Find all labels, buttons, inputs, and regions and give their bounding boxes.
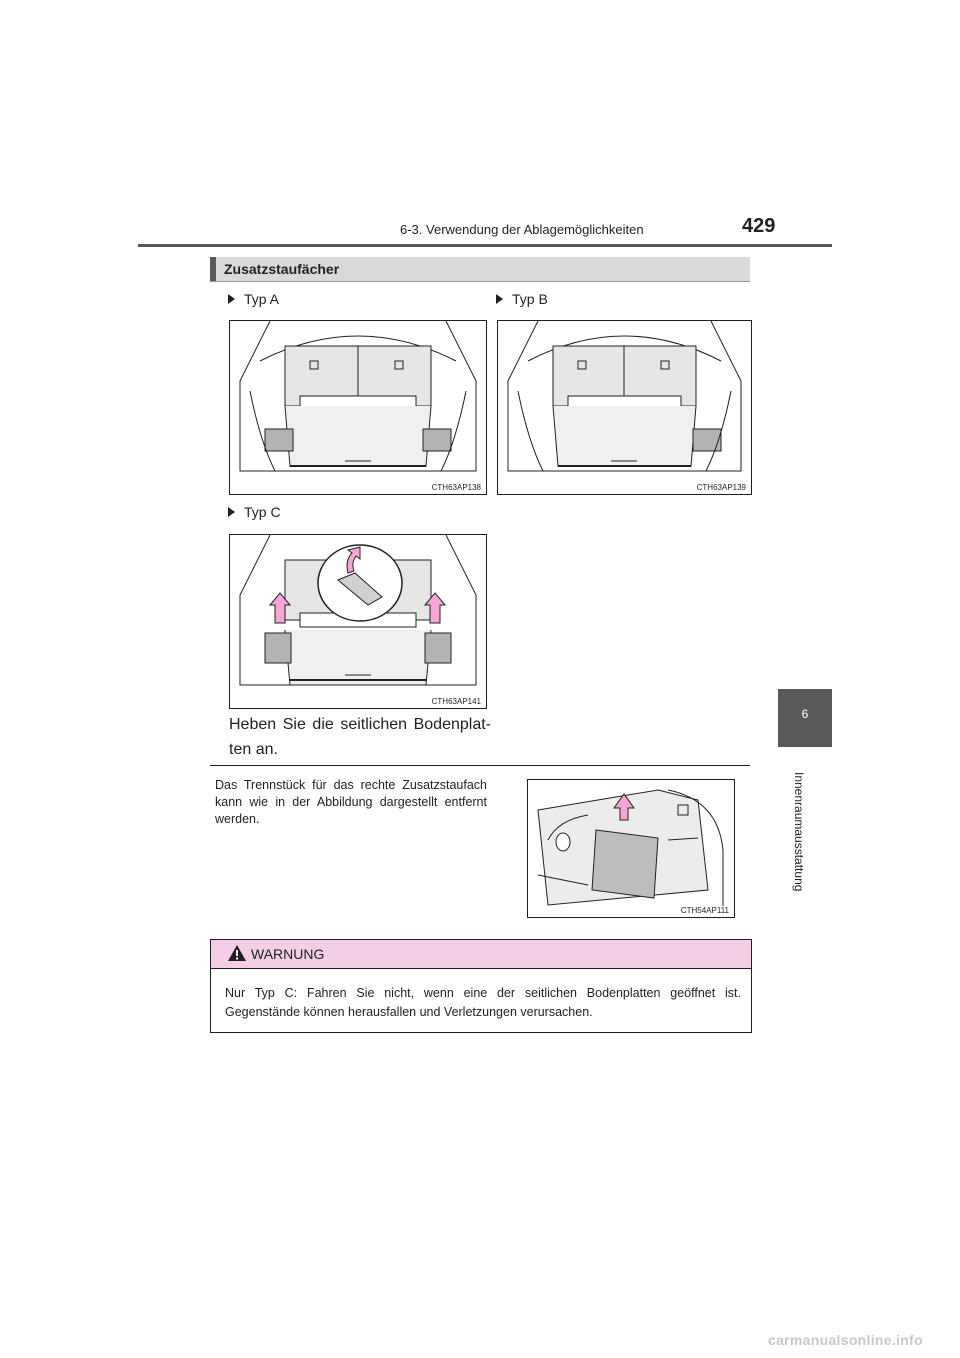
chapter-label-container: Innenraumausstattung: [792, 772, 814, 892]
section-bar-accent: [210, 257, 216, 281]
warning-triangle-icon: [228, 945, 246, 961]
divider-illustration: [528, 780, 734, 917]
typ-b-text: Typ B: [512, 291, 548, 307]
figure-typ-c: CTH63AP141: [229, 534, 487, 709]
warning-text: Nur Typ C: Fahren Sie nicht, wenn eine d…: [225, 986, 741, 1019]
body-instruction: Heben Sie die seitlichen Bodenplat-ten a…: [229, 716, 491, 758]
figure-code-c: CTH63AP141: [430, 697, 482, 706]
typ-a-text: Typ A: [244, 291, 280, 307]
triangle-bullet-icon: [496, 294, 503, 304]
watermark: carmanualsonline.info: [768, 1332, 923, 1348]
figure-typ-a: CTH63AP138: [229, 320, 487, 495]
typ-a-label: Typ A: [228, 291, 279, 307]
header-rule: [138, 244, 832, 247]
chapter-label: Innenraumausstattung: [792, 772, 806, 892]
figure-code-divider: CTH54AP111: [679, 906, 730, 915]
warning-title: WARNUNG: [251, 946, 325, 962]
divider-rule: [210, 765, 750, 766]
triangle-bullet-icon: [228, 294, 235, 304]
trunk-illustration-c: [230, 535, 486, 708]
trunk-illustration-b: [498, 321, 751, 494]
note-text: Das Trennstück für das rechte Zusatzstau…: [215, 778, 487, 826]
figure-typ-b: CTH63AP139: [497, 320, 752, 495]
section-rule: [210, 281, 750, 282]
typ-b-label: Typ B: [496, 291, 548, 307]
typ-c-text: Typ C: [244, 504, 281, 520]
chapter-number: 6: [801, 707, 809, 721]
figure-code-b: CTH63AP139: [695, 483, 747, 492]
figure-code-a: CTH63AP138: [430, 483, 482, 492]
chapter-tab: 6: [778, 689, 832, 747]
warning-box: WARNUNG Nur Typ C: Fahren Sie nicht, wen…: [210, 939, 752, 1033]
section-title-bar: Zusatzstaufächer: [210, 257, 750, 281]
running-header: 6-3. Verwendung der Ablagemöglichkeiten: [400, 222, 644, 237]
trunk-illustration-a: [230, 321, 486, 494]
page-number: 429: [742, 215, 776, 237]
triangle-bullet-icon: [228, 507, 235, 517]
figure-divider: CTH54AP111: [527, 779, 735, 918]
section-title: Zusatzstaufächer: [224, 261, 340, 277]
warning-header: WARNUNG: [211, 940, 751, 969]
typ-c-label: Typ C: [228, 504, 281, 520]
